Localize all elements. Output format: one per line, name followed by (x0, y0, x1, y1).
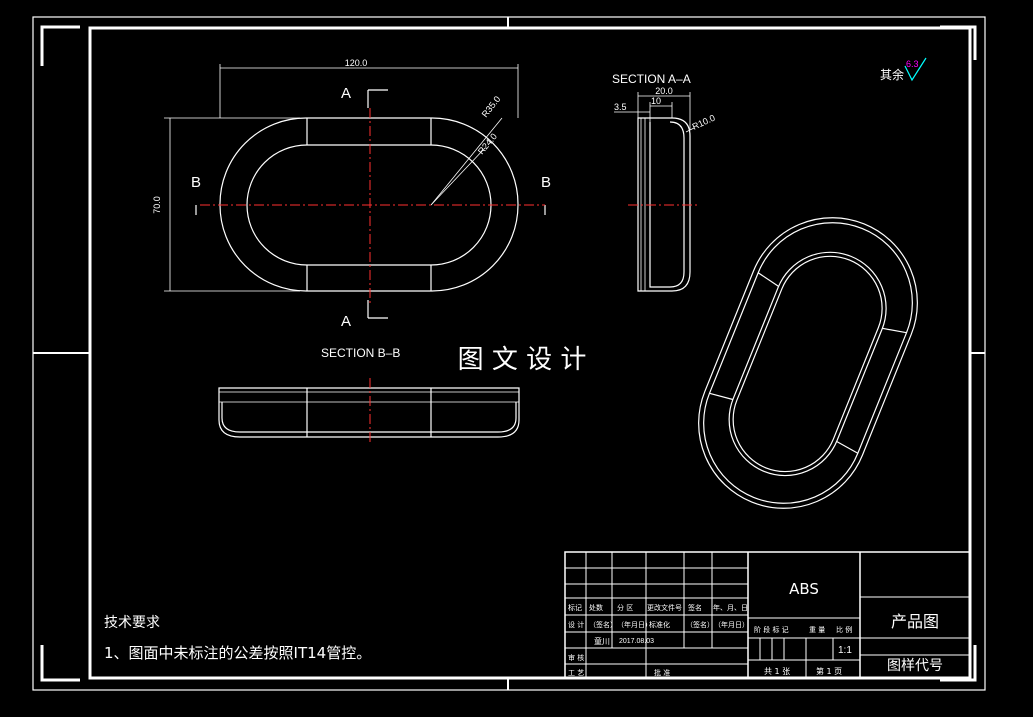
cut-b-right-label: B (541, 174, 551, 191)
cut-a-bottom-label: A (341, 313, 351, 330)
roughness-check-icon (904, 57, 927, 82)
tb-stage-labels: 阶 段 标 记 (754, 625, 789, 634)
notes-item-1: 1、图面中未标注的公差按照IT14管控。 (104, 644, 371, 662)
tb-hdr-count: 处数 (589, 603, 603, 612)
tb-hdr-zone: 分 区 (617, 603, 633, 612)
notes-heading: 技术要求 (104, 615, 160, 631)
watermark-text: 图 文 设 计 (458, 345, 587, 375)
roughness-symbol: 其余 6.3 (880, 57, 927, 82)
tb-hdr-date: 年、月、日 (713, 603, 748, 612)
tb-material: ABS (789, 580, 819, 598)
roughness-value: 6.3 (906, 59, 919, 69)
cut-b-left-label: B (191, 174, 201, 191)
dim-aa-radius: R10.0 (691, 113, 717, 132)
dim-aa-total: 20.0 (655, 86, 673, 96)
title-block (564, 551, 971, 679)
roughness-label: 其余 (880, 67, 904, 82)
tb-design-date: （年月日） (617, 620, 652, 629)
tb-hdr-sign: 签名 (688, 603, 702, 612)
tb-row-process: 工 艺 (568, 669, 584, 677)
top-view-centerlines (200, 108, 545, 305)
tb-design-actual-date: 2017.08.03 (619, 638, 654, 645)
tb-standard-date: （年月日） (714, 620, 749, 629)
tb-row-approve: 批 准 (654, 668, 670, 677)
section-aa-view (614, 92, 695, 292)
section-bb-view (218, 387, 520, 438)
tb-drawing-code: 图样代号 (887, 658, 943, 674)
isometric-view (698, 217, 918, 509)
tb-product-name: 产品图 (891, 612, 939, 631)
section-bb-title: SECTION B–B (321, 346, 400, 360)
dim-aa-small: 3.5 (614, 102, 627, 112)
tb-design-sign: （签名） (589, 620, 617, 629)
title-block-text: 标记 处数 分 区 更改文件号 签名 年、月、日 设 计 （签名） （年月日） … (568, 580, 943, 677)
section-aa-title: SECTION A–A (612, 72, 691, 86)
dim-height-label: 70.0 (152, 196, 162, 214)
dim-width-label: 120.0 (345, 58, 368, 68)
tb-total-sheets: 共 1 张 (764, 667, 790, 676)
tb-weight-label: 重 量 (809, 626, 825, 634)
tb-standard-sign: （签名） (686, 620, 714, 629)
cut-a-top-label: A (341, 85, 351, 102)
dim-aa-mid: 10 (651, 96, 661, 106)
tb-sheet-no: 第 1 页 (816, 666, 842, 676)
tb-row-check: 审 核 (568, 653, 584, 662)
tb-designer: 童川 (594, 636, 610, 646)
tb-hdr-mark: 标记 (568, 603, 582, 612)
tb-hdr-change-doc: 更改文件号 (647, 603, 682, 612)
tb-row-standard: 标准化 (649, 620, 670, 629)
tb-row-design: 设 计 (568, 620, 584, 629)
sheet-border (32, 16, 986, 691)
dim-r-outer-label: R35.0 (480, 94, 503, 119)
tb-ratio-label: 比 例 (836, 625, 852, 634)
tb-scale: 1:1 (838, 645, 852, 656)
dim-r-inner-label: R24.0 (476, 131, 499, 156)
